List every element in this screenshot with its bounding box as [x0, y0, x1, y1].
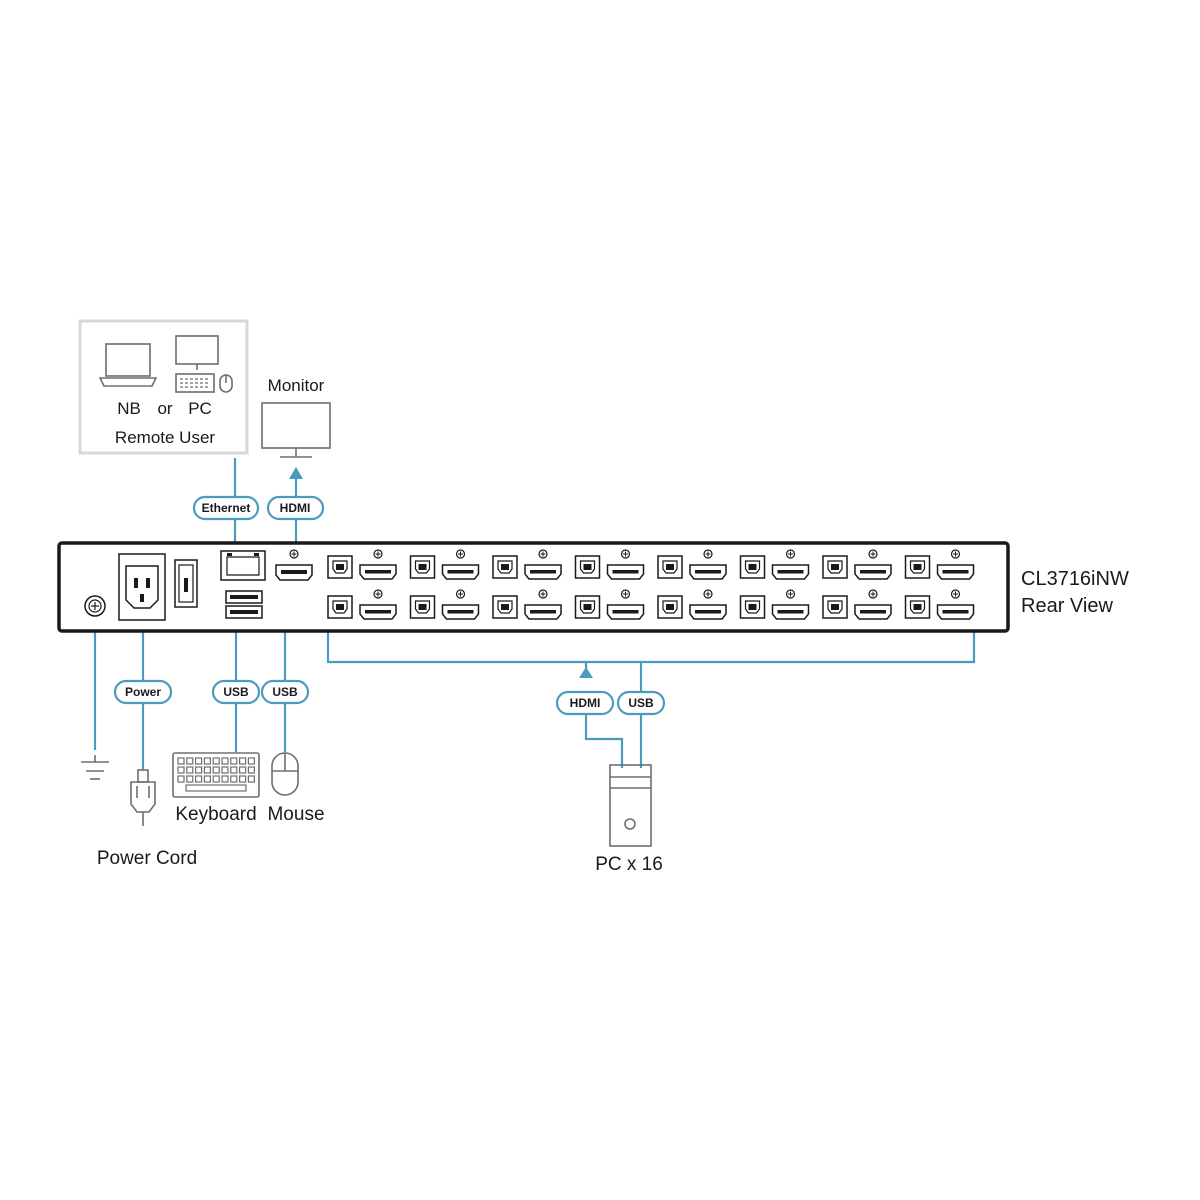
keyboard-icon	[172, 752, 260, 798]
usb-keyboard-pill-label: USB	[223, 685, 249, 699]
pc-port-group	[657, 549, 727, 580]
pc-count-label: PC x 16	[595, 854, 663, 875]
pc-port-group	[327, 549, 397, 580]
pc-port-group	[574, 549, 645, 580]
monitor-icon	[261, 402, 331, 458]
or-label: or	[157, 399, 172, 418]
usb-mouse-pill-label: USB	[272, 685, 298, 699]
arrow-up-icon	[579, 667, 593, 678]
pc-port-group	[492, 589, 562, 620]
keyboard-label: Keyboard	[175, 804, 256, 825]
pc-port-group	[904, 589, 975, 620]
hdmi-pc-pill-label: HDMI	[570, 696, 601, 710]
pc-port-group	[574, 589, 645, 620]
computer-port-banks	[327, 549, 975, 620]
desktop-pc-icon	[175, 335, 233, 393]
pc-port-group	[327, 589, 397, 620]
pc-label: PC	[188, 399, 212, 418]
pc-port-group	[409, 549, 480, 580]
usb-keyboard-pill: USB	[211, 679, 261, 705]
console-hdmi-port	[275, 549, 313, 581]
kvm-chassis	[57, 541, 1010, 633]
ground-screw-icon	[84, 595, 106, 617]
console-usb-ports	[225, 590, 263, 619]
ethernet-pill: Ethernet	[192, 495, 260, 521]
power-pill: Power	[113, 679, 173, 705]
monitor: Monitor	[261, 376, 331, 458]
pc-port-group	[822, 549, 892, 580]
nb-label: NB	[117, 399, 141, 418]
model-label: CL3716iNW	[1021, 568, 1129, 590]
power-cord-label: Power Cord	[97, 848, 197, 869]
pc-port-group	[822, 589, 892, 620]
monitor-label: Monitor	[268, 376, 325, 395]
view-label: Rear View	[1021, 595, 1113, 617]
pc-tower-icon	[609, 764, 652, 847]
usb-mouse-pill: USB	[260, 679, 310, 705]
power-plug-icon	[130, 769, 156, 826]
usb-pc-pill: USB	[616, 690, 666, 716]
ground-icon	[81, 755, 109, 780]
remote-user-box: NB or PC Remote User	[78, 319, 249, 455]
hdmi-monitor-pill: HDMI	[266, 495, 325, 521]
pc-port-group	[409, 589, 480, 620]
mouse-label: Mouse	[267, 804, 324, 825]
pc-port-group	[492, 549, 562, 580]
ethernet-pill-label: Ethernet	[202, 501, 251, 515]
laptop-icon	[98, 343, 158, 387]
pc-port-group	[739, 549, 810, 580]
power-inlet-icon	[118, 553, 166, 621]
mouse-icon	[271, 752, 299, 796]
power-switch-icon	[174, 559, 198, 608]
ethernet-port-icon	[220, 550, 266, 581]
hdmi-monitor-pill-label: HDMI	[280, 501, 311, 515]
hdmi-pc-pill: HDMI	[555, 690, 615, 716]
pc-port-group	[904, 549, 975, 580]
pc-port-group	[657, 589, 727, 620]
arrow-up-icon	[289, 467, 303, 479]
pc-port-group	[739, 589, 810, 620]
usb-pc-pill-label: USB	[628, 696, 654, 710]
power-pill-label: Power	[125, 685, 161, 699]
remote-user-title: Remote User	[115, 428, 215, 447]
